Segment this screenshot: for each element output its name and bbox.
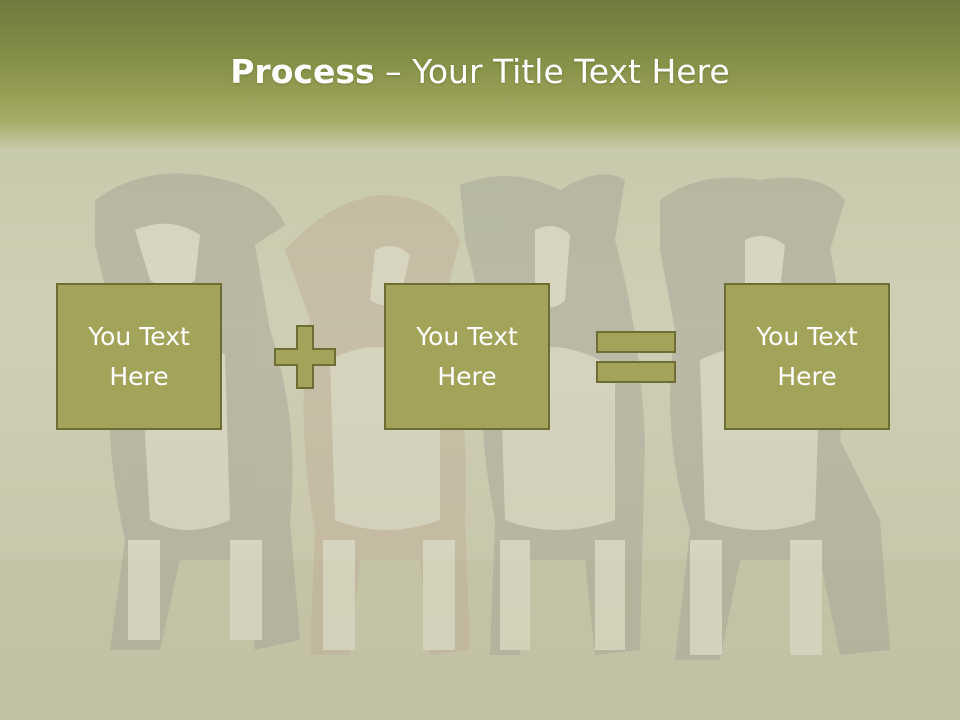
equals-icon <box>596 331 676 383</box>
text-box-3[interactable]: You Text Here <box>724 283 890 430</box>
text-box-1[interactable]: You Text Here <box>56 283 222 430</box>
text-box-2-label: You Text Here <box>416 321 518 391</box>
title-bold: Process <box>230 52 375 91</box>
text-box-3-label: You Text Here <box>756 321 858 391</box>
text-box-1-label: You Text Here <box>88 321 190 391</box>
slide-title: Process – Your Title Text Here <box>0 52 960 91</box>
title-rest: – Your Title Text Here <box>374 52 730 91</box>
text-box-2[interactable]: You Text Here <box>384 283 550 430</box>
plus-icon <box>274 325 336 389</box>
title-band <box>0 0 960 150</box>
